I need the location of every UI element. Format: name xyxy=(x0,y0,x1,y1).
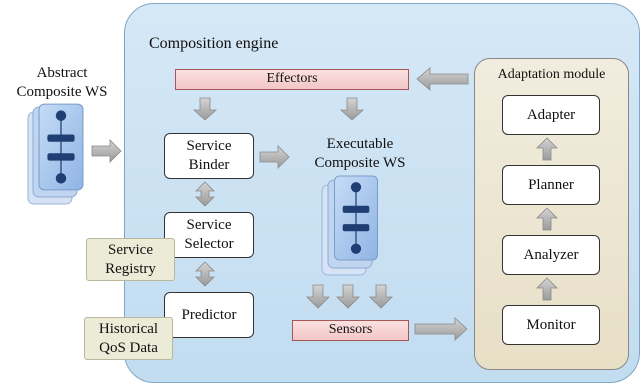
abstract-label-line1: Abstract xyxy=(36,65,88,81)
effectors-bar: Effectors xyxy=(175,69,409,90)
service-selector-line2: Selector xyxy=(184,236,234,252)
service-registry-line2: Registry xyxy=(105,260,156,277)
arrow-planner-to-adapter xyxy=(536,137,558,161)
abstract-ws-icon xyxy=(27,103,84,205)
arrow-executable-to-sensors-1 xyxy=(306,284,330,309)
historical-qos-line2: QoS Data xyxy=(99,339,158,356)
executable-label-line2: Composite WS xyxy=(314,155,406,171)
sensors-bar: Sensors xyxy=(292,320,409,341)
executable-composite-ws-label: Executable Composite WS xyxy=(290,135,430,173)
abstract-label-line2: Composite WS xyxy=(16,84,108,100)
service-binder-line2: Binder xyxy=(188,157,230,173)
planner-box: Planner xyxy=(502,165,600,205)
arrow-binder-selector xyxy=(195,181,215,207)
arrow-abstract-to-engine xyxy=(91,139,122,163)
arrow-analyzer-to-planner xyxy=(536,207,558,231)
predictor-box: Predictor xyxy=(164,292,254,338)
adapter-box: Adapter xyxy=(502,95,600,135)
service-binder-line1: Service xyxy=(186,138,232,154)
arrow-sensors-to-monitor xyxy=(414,317,468,341)
monitor-box: Monitor xyxy=(502,305,600,345)
arrow-executable-to-sensors-3 xyxy=(369,284,393,309)
arrow-effectors-to-executable xyxy=(339,97,365,121)
composition-engine-title: Composition engine xyxy=(149,35,279,52)
arrow-binder-to-executable xyxy=(259,145,290,169)
arrow-adaptation-to-effectors xyxy=(416,67,469,91)
service-registry-line1: Service xyxy=(108,241,153,258)
executable-label-line1: Executable xyxy=(326,136,394,152)
arrow-monitor-to-analyzer xyxy=(536,277,558,301)
arrow-selector-predictor xyxy=(195,261,215,287)
analyzer-box: Analyzer xyxy=(502,235,600,275)
arrow-executable-to-sensors-2 xyxy=(336,284,360,309)
executable-ws-icon xyxy=(321,175,379,276)
abstract-composite-ws-label: Abstract Composite WS xyxy=(0,64,124,102)
service-selector-line1: Service xyxy=(186,217,232,233)
arrow-effectors-to-binder xyxy=(192,97,218,121)
adaptation-module-title: Adaptation module xyxy=(497,67,606,82)
historical-qos-line1: Historical xyxy=(98,320,159,337)
